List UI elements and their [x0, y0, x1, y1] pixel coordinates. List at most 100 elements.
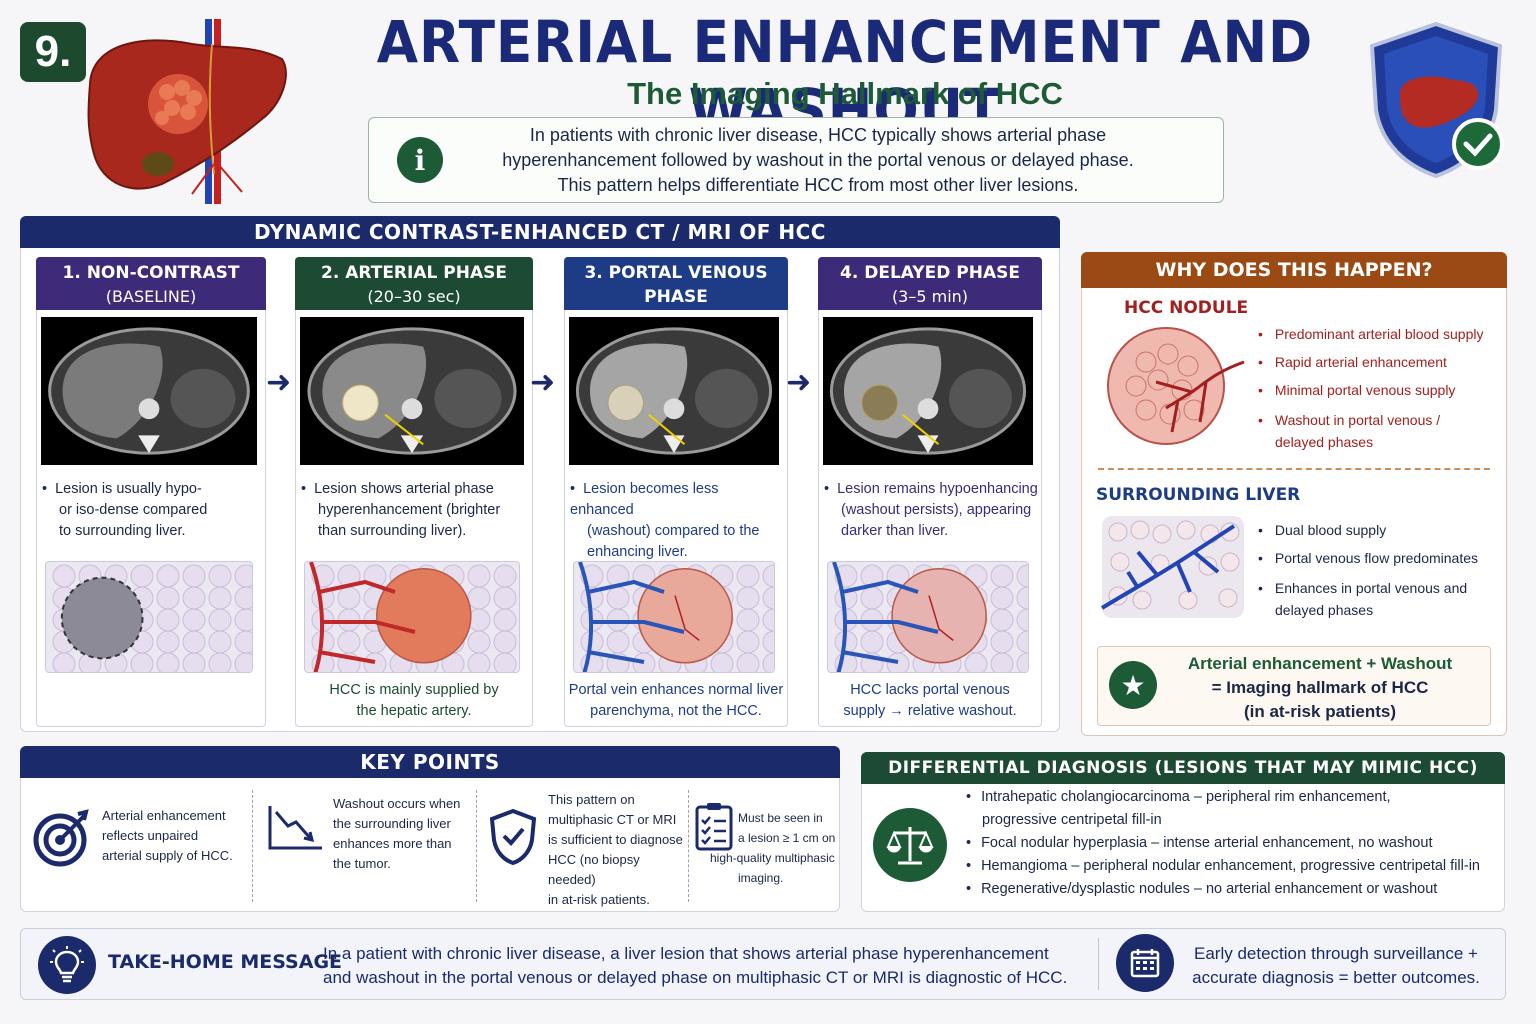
phase-caption-line: parenchyma, not the HCC.	[590, 703, 762, 719]
phase-caption-line: the hepatic artery.	[356, 703, 472, 719]
hallmark-line: Arterial enhancement + Washout	[1187, 654, 1453, 673]
key-point-divider	[476, 790, 477, 902]
why-heading: WHY DOES THIS HAPPEN?	[1081, 252, 1507, 288]
hcc-nodule-item: Minimal portal venous supply	[1258, 376, 1498, 404]
phase-description-text: hyperenhancement (brighter	[318, 502, 501, 518]
key-point-line: Arterial enhancement	[102, 808, 226, 823]
trend-down-icon	[266, 802, 326, 857]
key-point-line: is sufficient to diagnose	[548, 832, 683, 847]
ddx-heading: DIFFERENTIAL DIAGNOSIS (LESIONS THAT MAY…	[861, 752, 1505, 784]
dynamic-imaging-heading: DYNAMIC CONTRAST-ENHANCED CT / MRI OF HC…	[20, 216, 1060, 248]
phase-description-line: • Lesion shows arterial phase	[301, 479, 531, 500]
take-home-label: TAKE-HOME MESSAGE	[108, 951, 343, 973]
key-point-line: imaging.	[738, 871, 784, 885]
phase-timing: (BASELINE)	[105, 287, 197, 306]
phase-description-line: hyperenhancement (brighter	[301, 500, 531, 521]
ct-image	[569, 317, 779, 465]
key-point-divider	[252, 790, 253, 902]
phase-description-text: darker than liver.	[841, 523, 949, 539]
key-point-3: This pattern on multiphasic CT or MRI is…	[548, 790, 688, 910]
phase-description-text: Lesion becomes less enhanced	[570, 481, 719, 518]
phase-description-line: (washout persists), appearing	[824, 500, 1040, 521]
lightbulb-icon	[38, 936, 96, 994]
key-point-line: multiphasic CT or MRI	[548, 812, 677, 827]
phase-illustration	[304, 561, 520, 673]
info-icon: i	[397, 137, 443, 183]
phase-description: •Lesion is usually hypo-or iso-dense com…	[42, 479, 264, 542]
key-point-line: HCC (no biopsy needed)	[548, 852, 640, 887]
key-point-4: Must be seen in a lesion ≥ 1 cm on high-…	[710, 808, 842, 888]
bullet-dot: •	[824, 481, 830, 497]
calendar-icon	[1116, 934, 1174, 992]
phase-description-line: darker than liver.	[824, 521, 1040, 542]
take-home-outcome: Early detection through surveillance + a…	[1182, 942, 1490, 990]
phase-arrow-icon: ➜	[530, 366, 556, 399]
scales-icon	[873, 808, 947, 882]
hallmark-line: (in at-risk patients)	[1243, 702, 1397, 721]
checklist-icon	[694, 802, 736, 857]
key-point-1: Arterial enhancement reflects unpaired a…	[102, 806, 252, 866]
liver-item: Enhances in portal venous and	[1258, 576, 1498, 600]
ct-image	[823, 317, 1033, 465]
phase-description-text: to surrounding liver.	[59, 523, 186, 539]
liver-item-cont: delayed phases	[1275, 602, 1374, 618]
intro-line: hyperenhancement followed by washout in …	[502, 149, 1134, 170]
key-point-line: Must be seen in	[738, 811, 823, 825]
intro-text: In patients with chronic liver disease, …	[443, 123, 1223, 198]
hcc-nodule-label: HCC NODULE	[1124, 298, 1249, 318]
key-point-line: the tumor.	[333, 856, 391, 871]
phase-description-text: Lesion shows arterial phase	[314, 481, 494, 497]
shield-check-icon	[488, 808, 538, 871]
phase-illustration	[45, 561, 253, 673]
key-point-line: the surrounding liver	[333, 816, 451, 831]
phase-illustration	[827, 561, 1029, 673]
ddx-item: Regenerative/dysplastic nodules – no art…	[966, 878, 1500, 901]
phase-description-text: Lesion remains hypoenhancing	[837, 481, 1038, 497]
intro-line: This pattern helps differentiate HCC fro…	[557, 174, 1079, 195]
take-home-line: In a patient with chronic liver disease,…	[323, 944, 1049, 963]
key-point-2: Washout occurs when the surrounding live…	[333, 794, 473, 874]
phase-description: • Lesion shows arterial phase hyperenhance…	[301, 479, 531, 542]
key-point-line: This pattern on	[548, 792, 635, 807]
key-points-heading: KEY POINTS	[20, 746, 840, 778]
phase-description-line: or iso-dense compared	[42, 500, 264, 521]
key-point-line: a lesion ≥ 1 cm on	[738, 831, 836, 845]
hallmark-box	[1097, 646, 1491, 726]
hallmark-text: Arterial enhancement + Washout = Imaging…	[1160, 652, 1480, 724]
phase-description-text: Lesion is usually hypo-	[55, 481, 202, 497]
intro-info-box: i In patients with chronic liver disease…	[368, 117, 1224, 203]
phase-header: 2. ARTERIAL PHASE(20–30 sec)	[295, 257, 533, 310]
phase-description-line: enhancing liver.	[570, 542, 786, 563]
take-home-outcome-line: accurate diagnosis = better outcomes.	[1192, 968, 1480, 987]
target-icon	[32, 808, 92, 873]
phase-description-text: or iso-dense compared	[59, 502, 208, 518]
take-home-line: and washout in the portal venous or dela…	[323, 968, 1068, 987]
number-badge: 9.	[20, 22, 86, 82]
key-point-line: in at-risk patients.	[548, 892, 650, 907]
ddx-item: Focal nodular hyperplasia – intense arte…	[966, 832, 1500, 855]
ddx-item-cont: progressive centripetal fill-in	[982, 812, 1162, 828]
shield-liver-check-icon	[1366, 20, 1506, 180]
phase-title: 3. PORTAL VENOUS PHASE	[584, 263, 768, 307]
phase-description-text: (washout persists), appearing	[841, 502, 1032, 518]
phase-header: 3. PORTAL VENOUS PHASE(60–70 sec)	[564, 257, 788, 330]
ddx-item: Hemangioma – peripheral nodular enhancem…	[966, 855, 1500, 878]
phase-illustration	[573, 561, 775, 673]
surrounding-liver-list: Dual blood supply Portal venous flow pre…	[1258, 516, 1498, 620]
take-home-box	[20, 928, 1506, 1000]
bullet-dot: •	[570, 481, 576, 497]
hcc-nodule-item-cont: delayed phases	[1275, 434, 1374, 450]
phase-timing: (3–5 min)	[891, 287, 969, 306]
phase-title: 1. NON-CONTRAST	[62, 263, 240, 283]
phase-description-text: enhancing liver.	[587, 544, 688, 560]
take-home-divider	[1098, 938, 1099, 990]
hallmark-line: = Imaging hallmark of HCC	[1211, 678, 1429, 697]
phase-arrow-icon: ➜	[786, 366, 812, 399]
phase-title: 4. DELAYED PHASE	[840, 263, 1020, 283]
phase-description: • Lesion remains hypoenhancing (washout pe…	[824, 479, 1040, 542]
bullet-dot: •	[301, 481, 307, 497]
surrounding-liver-label: SURROUNDING LIVER	[1096, 485, 1301, 505]
key-point-line: high-quality multiphasic	[710, 851, 835, 865]
star-icon: ★	[1109, 661, 1157, 709]
